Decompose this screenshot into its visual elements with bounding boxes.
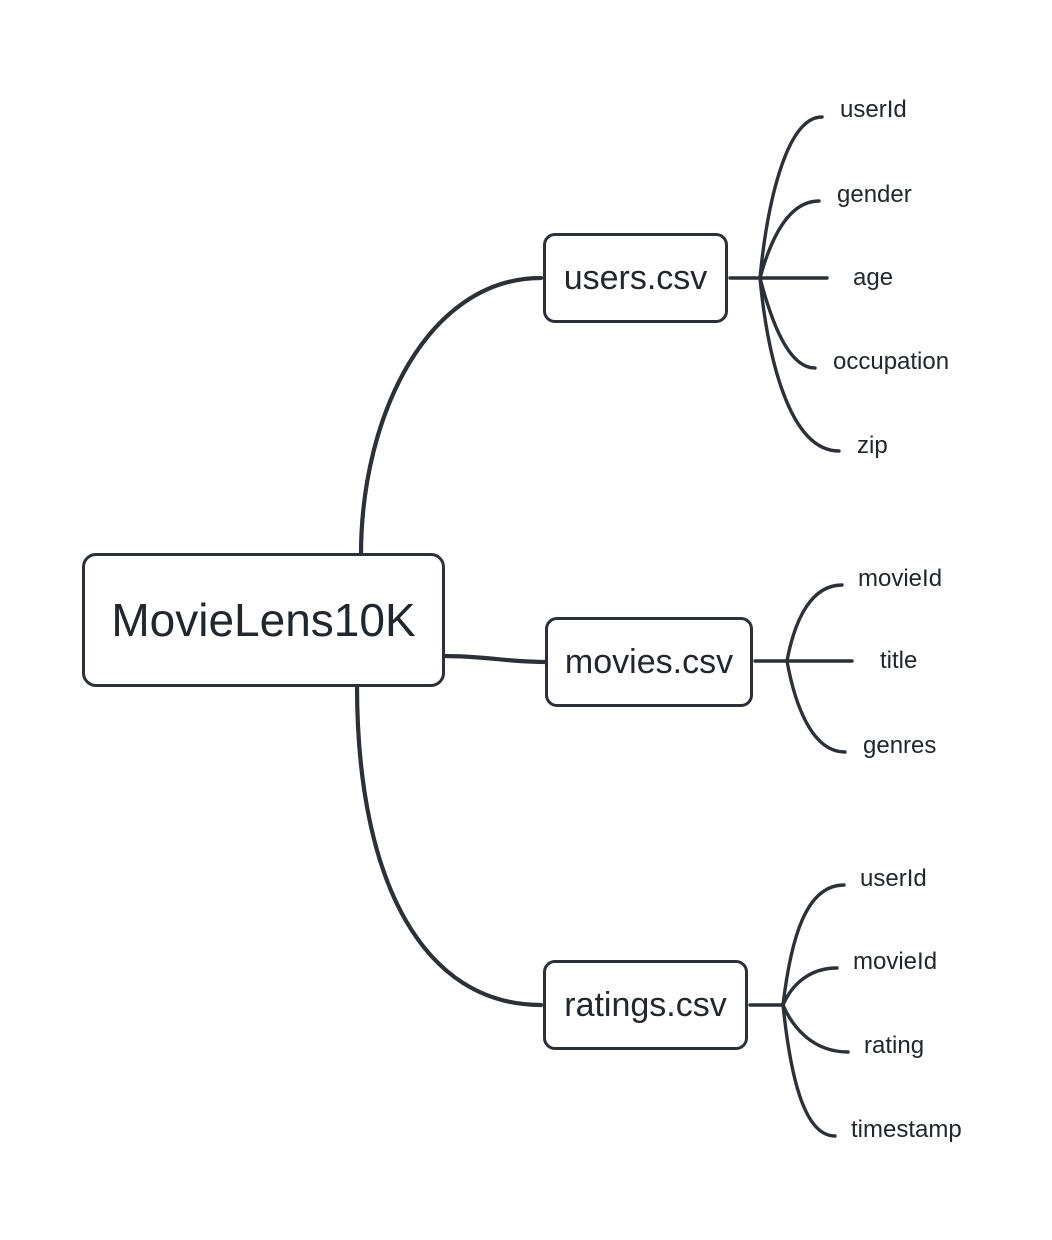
leaf-movies-genres: genres <box>863 732 937 759</box>
edge-movies-movieid <box>785 583 844 663</box>
node-movies-csv-label: movies.csv <box>564 642 734 681</box>
edge-ratings-timestamp <box>781 1003 837 1138</box>
edge-users-userid <box>758 115 824 280</box>
leaf-users-occupation: occupation <box>833 348 950 375</box>
node-ratings-csv[interactable]: ratings.csv <box>543 960 748 1050</box>
edge-root-ratings <box>354 682 544 1008</box>
node-ratings-csv-label: ratings.csv <box>564 985 727 1024</box>
edge-ratings-userid <box>781 883 846 1007</box>
edge-ratings-movieid <box>781 966 839 1007</box>
leaf-users-userid: userId <box>840 96 907 123</box>
leaf-users-zip: zip <box>857 432 888 459</box>
node-root[interactable]: MovieLens10K <box>82 553 445 687</box>
edge-users-zip <box>758 276 841 453</box>
edge-root-users <box>358 275 544 558</box>
edge-ratings-rating <box>781 1003 850 1054</box>
leaf-users-age: age <box>853 264 894 291</box>
node-root-label: MovieLens10K <box>111 594 416 646</box>
edge-users-occupation <box>758 276 817 370</box>
leaf-movies-title: title <box>880 647 918 674</box>
node-users-csv-label: users.csv <box>563 258 708 297</box>
leaf-ratings-timestamp: timestamp <box>851 1116 962 1143</box>
edge-movies-genres <box>785 659 847 754</box>
leaf-ratings-rating: rating <box>864 1032 925 1059</box>
leaf-movies-movieid: movieId <box>858 565 943 592</box>
node-users-csv[interactable]: users.csv <box>543 233 728 323</box>
edge-users-gender <box>758 199 821 280</box>
leaf-ratings-userid: userId <box>860 865 927 892</box>
leaf-ratings-movieid: movieId <box>853 948 938 975</box>
leaf-users-gender: gender <box>837 181 912 208</box>
edge-root-movies <box>440 653 550 665</box>
node-movies-csv[interactable]: movies.csv <box>545 617 753 707</box>
